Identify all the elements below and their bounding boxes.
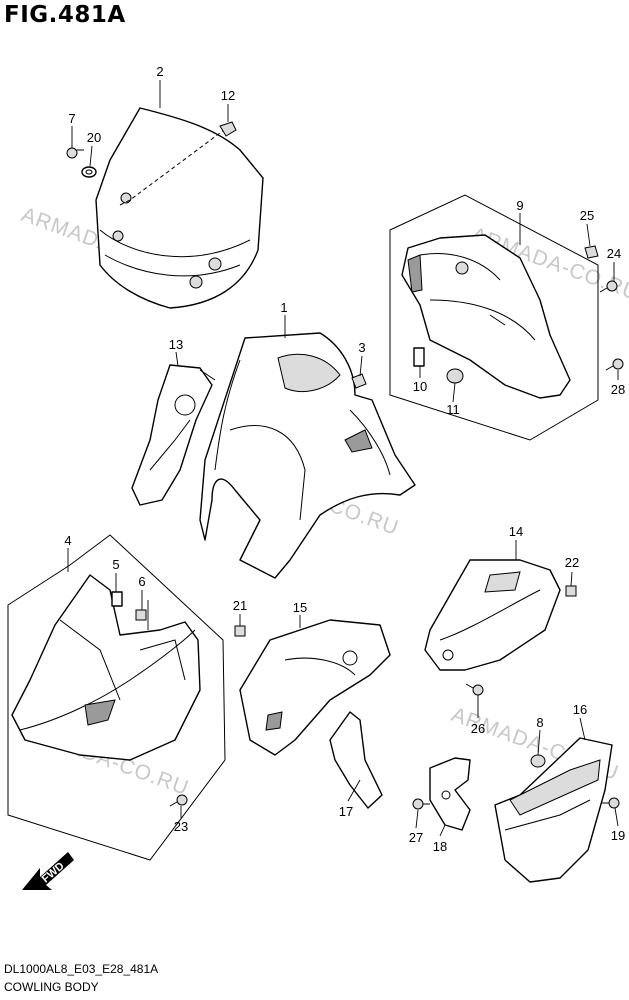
nut-part-3 xyxy=(351,373,367,389)
callout-1: 1 xyxy=(280,300,287,315)
callout-10: 10 xyxy=(413,379,427,394)
callout-6: 6 xyxy=(138,574,145,589)
figure-title: FIG.481A xyxy=(4,2,126,28)
label-part-5 xyxy=(111,591,123,607)
nut-part-12 xyxy=(219,121,237,137)
side-panel-part-16 xyxy=(494,737,613,883)
callout-15: 15 xyxy=(293,600,307,615)
windscreen-part-2 xyxy=(95,107,264,309)
bolt-part-24 xyxy=(599,280,618,293)
nut-part-21 xyxy=(234,625,246,637)
callout-7: 7 xyxy=(68,111,75,126)
leader-lines xyxy=(67,80,619,837)
callout-25: 25 xyxy=(580,208,594,223)
side-bracket-part-14 xyxy=(424,559,561,671)
label-part-10 xyxy=(413,347,425,367)
callout-17: 17 xyxy=(339,804,353,819)
washer-part-20 xyxy=(81,166,97,178)
clip-part-25 xyxy=(584,245,599,259)
instrument-cover-part-9 xyxy=(401,234,571,399)
bolt-part-19 xyxy=(602,797,620,809)
small-bracket-part-18 xyxy=(429,757,471,831)
fwd-arrow-icon: FWD xyxy=(22,852,74,890)
callout-27: 27 xyxy=(409,830,423,845)
screw-part-7 xyxy=(66,147,84,159)
cowling-body-part-1 xyxy=(199,332,416,579)
grommet-part-11 xyxy=(446,368,464,384)
callout-3: 3 xyxy=(358,340,365,355)
callout-13: 13 xyxy=(169,337,183,352)
callout-22: 22 xyxy=(565,555,579,570)
nut-part-22 xyxy=(565,585,577,597)
section-name: COWLING BODY xyxy=(4,980,99,994)
callout-24: 24 xyxy=(607,246,621,261)
callout-26: 26 xyxy=(471,721,485,736)
callout-21: 21 xyxy=(233,598,247,613)
model-code: DL1000AL8_E03_E28_481A xyxy=(4,962,159,976)
front-cowling-part-4 xyxy=(11,574,201,761)
callout-12: 12 xyxy=(221,88,235,103)
grommet-part-8 xyxy=(530,754,546,768)
callout-18: 18 xyxy=(433,839,447,854)
bolt-part-26 xyxy=(465,683,484,696)
callout-14: 14 xyxy=(509,524,523,539)
callout-numbers: 1 2 3 4 5 6 7 8 9 10 11 12 13 14 15 16 1… xyxy=(64,64,625,854)
bolt-part-28 xyxy=(605,358,624,371)
bolt-part-27 xyxy=(412,798,430,810)
callout-19: 19 xyxy=(611,828,625,843)
bracket-part-13 xyxy=(131,364,216,506)
bolt-part-23 xyxy=(169,794,188,807)
callout-8: 8 xyxy=(536,715,543,730)
callout-2: 2 xyxy=(156,64,163,79)
nut-part-6 xyxy=(135,609,147,621)
small-cover-part-17 xyxy=(329,711,383,809)
callout-20: 20 xyxy=(87,130,101,145)
group-box-4 xyxy=(7,534,226,861)
inner-panel-part-15 xyxy=(239,619,391,756)
callout-16: 16 xyxy=(573,702,587,717)
callout-23: 23 xyxy=(174,819,188,834)
group-box-9 xyxy=(389,194,599,441)
callout-4: 4 xyxy=(64,533,71,548)
callout-11: 11 xyxy=(446,402,460,417)
callout-9: 9 xyxy=(516,198,523,213)
callout-28: 28 xyxy=(611,382,625,397)
callout-5: 5 xyxy=(112,557,119,572)
